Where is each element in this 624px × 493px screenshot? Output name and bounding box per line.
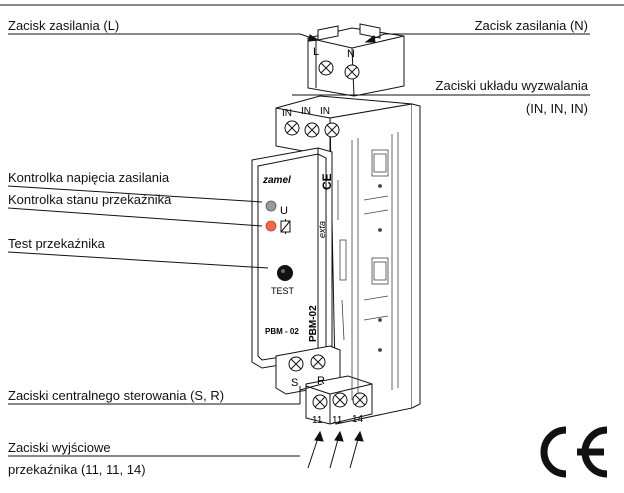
- screw-in-3: [324, 122, 340, 138]
- label-central: Zaciski centralnego sterowania (S, R): [8, 388, 225, 403]
- term-in-2-label: IN: [301, 106, 311, 117]
- label-power-n: Zacisk zasilania (N): [474, 18, 588, 33]
- test-button[interactable]: [277, 265, 293, 281]
- leader-central-r: [299, 383, 323, 391]
- screw-l: [318, 60, 334, 76]
- label-power-l: Zacisk zasilania (L): [8, 18, 120, 33]
- label-trigger-sub: (IN, IN, IN): [525, 101, 588, 116]
- screw-s: [288, 356, 304, 372]
- term-in-3-label: IN: [320, 106, 330, 117]
- term-n-label: N: [347, 48, 355, 60]
- term-out-1-label: 11: [312, 415, 323, 426]
- side-connector-bottom: [371, 257, 389, 285]
- term-in-1-label: IN: [282, 108, 292, 119]
- leader-lines: [7, 33, 590, 457]
- term-out-2-label: 11: [332, 415, 343, 426]
- screw-out-3: [352, 392, 368, 408]
- housing-side: [329, 103, 413, 425]
- screw-r: [310, 354, 326, 370]
- test-label: TEST: [271, 286, 295, 296]
- relay-module: [251, 23, 421, 425]
- brand-logo: zamel: [262, 175, 291, 186]
- power-terminal-block: [307, 27, 405, 97]
- exta-logo: exta: [317, 221, 327, 238]
- label-outputs-2: przekaźnika (11, 11, 14): [8, 462, 146, 477]
- screw-out-2: [332, 392, 348, 408]
- label-relay-led: Kontrolka stanu przekaźnika: [8, 192, 172, 207]
- label-trigger-title: Zaciski układu wyzwalania: [435, 78, 588, 93]
- screw-n: [344, 64, 360, 80]
- label-relay-test: Test przekaźnika: [8, 236, 105, 251]
- side-ce-mark: CE: [320, 173, 334, 190]
- led-u-label: U: [280, 205, 288, 217]
- term-out-3-label: 14: [352, 414, 364, 425]
- model-front: PBM - 02: [265, 327, 299, 336]
- screw-in-2: [304, 122, 320, 138]
- test-button-highlight: [281, 269, 285, 273]
- label-voltage-led: Kontrolka napięcia zasilania: [8, 170, 170, 185]
- ce-mark-c: [540, 426, 567, 478]
- term-l-label: L: [313, 46, 319, 58]
- leader-voltage-led: [7, 185, 263, 203]
- label-outputs-1: Zaciski wyjściowe: [8, 440, 111, 455]
- voltage-led-indicator: [265, 200, 277, 212]
- relay-led-indicator: [265, 220, 277, 232]
- relay-coil-icon: [280, 219, 291, 234]
- side-connector-top: [371, 149, 389, 177]
- output-arrows: [307, 430, 364, 469]
- term-s-label: S: [291, 377, 298, 389]
- term-r-label: R: [317, 375, 325, 387]
- power-arrows: [299, 33, 385, 43]
- terminal-screws: [284, 60, 368, 410]
- screw-out-1: [312, 394, 328, 410]
- screw-in-1: [284, 120, 300, 136]
- model-side: PBM-02: [308, 305, 319, 342]
- leader-relay-led: [7, 207, 263, 227]
- ce-mark: [540, 426, 608, 478]
- leader-test: [7, 251, 269, 269]
- side-schematic: [337, 132, 399, 400]
